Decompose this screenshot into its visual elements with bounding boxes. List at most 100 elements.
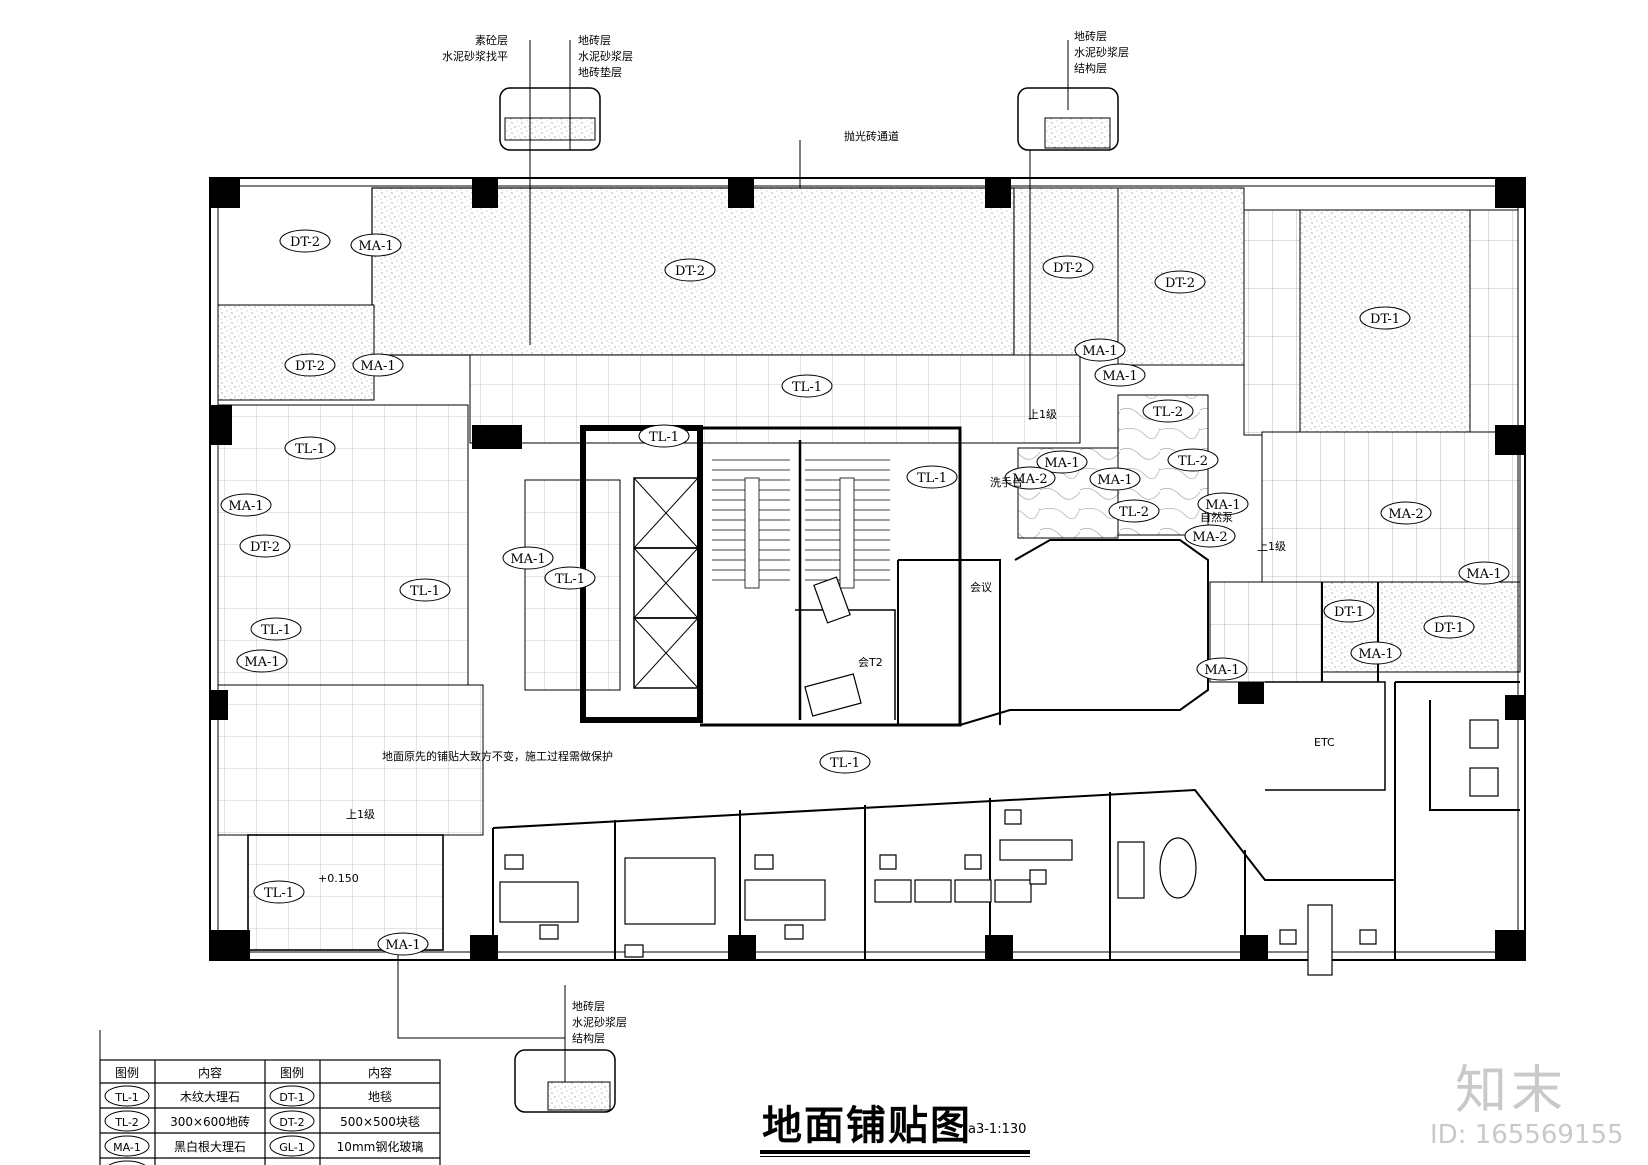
plan-note: 会议 (970, 581, 992, 594)
material-tag-label: MA-1 (385, 938, 420, 953)
material-tag-label: MA-1 (244, 655, 279, 670)
material-tag-label: MA-1 (1082, 344, 1117, 359)
material-tag-label: TL-1 (264, 886, 294, 901)
material-tag: MA-1 (1036, 450, 1088, 474)
material-tag-label: TL-1 (830, 756, 860, 771)
legend-symbol (104, 1135, 150, 1157)
plan-note: 上1级 (1028, 408, 1057, 421)
material-tag-label: MA-1 (510, 552, 545, 567)
material-tag: TL-1 (906, 465, 958, 489)
material-tag: DT-1 (1323, 599, 1375, 623)
section-callout-text: 水泥砂浆找平 (442, 49, 508, 63)
material-tag: DT-2 (284, 353, 336, 377)
plan-note: 上1级 (1257, 540, 1286, 553)
plan-note: 上1级 (346, 808, 375, 821)
legend-symbol (269, 1135, 315, 1157)
plan-note: 抛光砖通道 (844, 129, 899, 143)
material-tag: MA-2 (1004, 466, 1056, 490)
plan-note: 洗手台 (990, 475, 1023, 489)
material-tag-label: DT-2 (675, 264, 705, 279)
material-tag: MA-1 (1458, 561, 1510, 585)
material-tag-label: MA-1 (1205, 498, 1240, 513)
material-tag-label: TL-1 (917, 471, 947, 486)
material-tag: TL-1 (250, 617, 302, 641)
material-tag-label: TL-2 (1153, 405, 1183, 420)
material-tag: MA-1 (377, 932, 429, 956)
material-tag: MA-1 (220, 493, 272, 517)
legend-symbol (104, 1110, 150, 1132)
section-callout-text: 地砖层 (572, 999, 605, 1013)
material-tag-label: DT-1 (1370, 312, 1400, 327)
plan-note: 会T2 (858, 656, 883, 669)
plan-note: 地面原先的铺贴大致方不变，施工过程需做保护 (382, 749, 613, 763)
material-tag: DT-1 (1359, 306, 1411, 330)
material-tag-label: DT-2 (1053, 261, 1083, 276)
material-tag: TL-2 (1108, 499, 1160, 523)
material-tag-label: MA-2 (1192, 530, 1227, 545)
legend-cell: TL-2 (114, 1116, 139, 1129)
section-callout-text: 地砖垫层 (578, 65, 622, 79)
material-tag-label: MA-1 (360, 359, 395, 374)
material-tag-label: TL-1 (792, 380, 822, 395)
material-tag: MA-2 (1184, 524, 1236, 548)
material-tag: DT-2 (1042, 255, 1094, 279)
material-tag: MA-1 (502, 546, 554, 570)
material-tag: TL-1 (544, 566, 596, 590)
material-tag-label: TL-1 (555, 572, 585, 587)
material-tag: DT-2 (239, 534, 291, 558)
material-tag: MA-1 (1094, 363, 1146, 387)
material-tag: DT-2 (279, 229, 331, 253)
material-tag: MA-1 (1074, 338, 1126, 362)
material-tag-label: TL-1 (261, 623, 291, 638)
watermark-id: ID: 165569155 (1430, 1120, 1624, 1150)
material-tag-label: MA-1 (1102, 369, 1137, 384)
material-tag: MA-1 (1089, 467, 1141, 491)
legend-symbol (269, 1085, 315, 1107)
section-callout-text: 水泥砂浆层 (1074, 45, 1129, 59)
section-callout-text: 地砖层 (1074, 29, 1107, 43)
material-tag: MA-1 (352, 353, 404, 377)
material-tag: DT-1 (1423, 615, 1475, 639)
material-tag-label: DT-2 (250, 540, 280, 555)
legend-cell: TL-1 (114, 1091, 139, 1104)
legend-symbol (108, 1160, 146, 1165)
material-tag-label: MA-1 (1097, 473, 1132, 488)
material-tag-label: TL-1 (410, 584, 440, 599)
material-tag-label: MA-1 (1204, 663, 1239, 678)
material-tag: MA-1 (1197, 492, 1249, 516)
drawing-scale: a3-1:130 (968, 1122, 1027, 1137)
material-tag-label: DT-2 (290, 235, 320, 250)
material-tag: TL-1 (781, 374, 833, 398)
material-tag-label: DT-1 (1334, 605, 1364, 620)
material-tag-label: DT-2 (295, 359, 325, 374)
material-tag: TL-2 (1142, 399, 1194, 423)
legend-header: 内容 (368, 1065, 392, 1080)
material-tag-label: MA-1 (1358, 647, 1393, 662)
material-tag: TL-1 (253, 880, 305, 904)
legend-header: 内容 (198, 1065, 222, 1080)
title-underline (760, 1150, 1030, 1154)
section-callout-text: 结构层 (1074, 61, 1107, 75)
plan-note: ETC (1314, 736, 1335, 749)
section-callout-text: 结构层 (572, 1031, 605, 1045)
legend-cell: 10mm钢化玻璃 (337, 1140, 424, 1154)
material-tag: TL-2 (1167, 448, 1219, 472)
material-tag: TL-1 (399, 578, 451, 602)
section-callout-text: 素砼层 (475, 34, 508, 47)
material-tag: MA-2 (1380, 501, 1432, 525)
drawing-title: 地面铺贴图 (762, 1102, 972, 1149)
material-tag-label: MA-1 (228, 499, 263, 514)
material-tag: MA-1 (1350, 641, 1402, 665)
material-tag: TL-1 (638, 424, 690, 448)
material-tag: MA-1 (236, 649, 288, 673)
legend-table (99, 1030, 441, 1165)
legend-cell: MA-1 (113, 1141, 141, 1154)
legend-symbol (269, 1110, 315, 1132)
plan-note: 自然泵 (1200, 510, 1233, 524)
material-tag: MA-1 (350, 233, 402, 257)
floor-zones (217, 187, 1521, 951)
material-tag: TL-1 (284, 436, 336, 460)
structural-columns (210, 178, 1525, 960)
material-tag-label: TL-1 (649, 430, 679, 445)
